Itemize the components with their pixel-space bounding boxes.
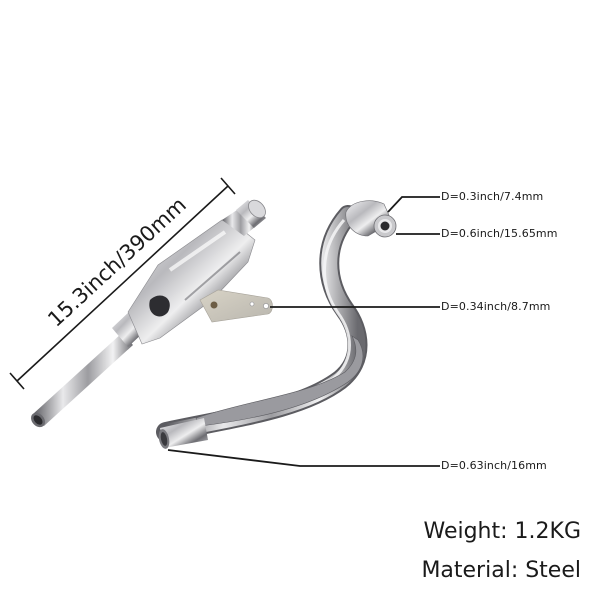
mounting-bracket — [199, 289, 273, 323]
length-dimension-line — [9, 177, 236, 390]
header-pipe — [156, 200, 397, 449]
callout-outlet-large: D=0.6inch/15.65mm — [441, 227, 558, 240]
bracket-hole-2 — [263, 303, 269, 309]
callout-bracket-hole: D=0.34inch/8.7mm — [441, 300, 551, 313]
callout-outlet-small: D=0.3inch/7.4mm — [441, 190, 544, 203]
spec-weight: Weight: 1.2KG — [423, 519, 581, 544]
spec-material: Material: Steel — [421, 558, 581, 583]
leader-inlet — [167, 449, 440, 467]
callout-inlet: D=0.63inch/16mm — [441, 459, 547, 472]
heat-shield — [195, 335, 364, 427]
muffler — [31, 199, 273, 428]
muffler-highlight — [149, 295, 170, 317]
leader-outlet-small — [387, 196, 440, 213]
muffler-tail-pipe — [33, 333, 133, 426]
muffler-inlet — [236, 200, 266, 228]
bracket-hole-1 — [210, 301, 218, 309]
header-inlet-pipe — [160, 418, 208, 448]
